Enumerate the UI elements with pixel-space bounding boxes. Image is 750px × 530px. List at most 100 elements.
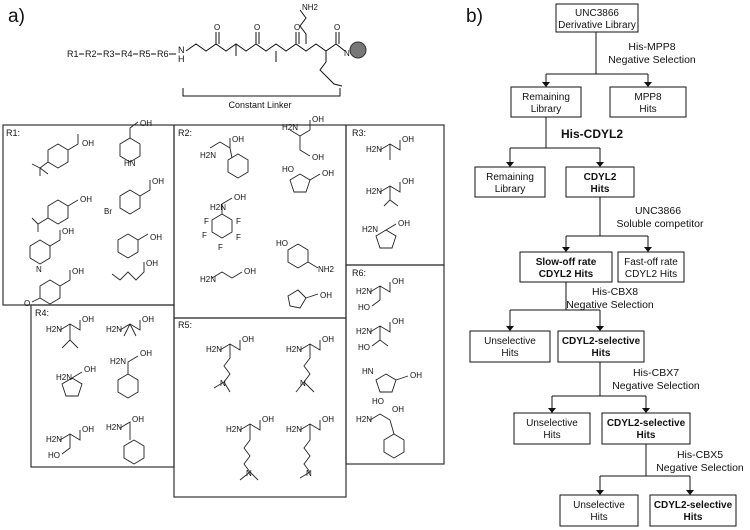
unselective2-line1: Unselective [526, 418, 578, 429]
slow-off-line1: Slow-off rate [536, 257, 597, 268]
box-r2-label: R2: [178, 128, 192, 138]
node-unselective3 [559, 494, 639, 527]
chain-r3: R3 [103, 49, 115, 59]
step-mpp8-line1: His-MPP8 [628, 41, 675, 53]
r5-h2n-1: H2N [206, 345, 222, 354]
node-remaining1 [510, 86, 582, 118]
chain-n-2: N [344, 49, 350, 58]
r4-h2n-6: H2N [106, 423, 122, 432]
r6-ho-2: HO [358, 343, 370, 352]
step-cdyl2: His-CDYL2 [561, 127, 623, 141]
r5-h2n-4: H2N [286, 425, 302, 434]
box-r5-label: R5: [178, 320, 192, 330]
node-selective3 [649, 494, 737, 527]
chain-o-3: O [294, 23, 300, 32]
box-r1 [2, 124, 175, 306]
r4-h2n-3: H2N [56, 373, 72, 382]
r2-f-1: F [204, 217, 209, 226]
library-line1: UNC3866 [575, 8, 619, 19]
chain-o-4: O [334, 23, 340, 32]
r6-ho-3: HO [372, 397, 384, 406]
r2-oh-1: OH [232, 135, 244, 144]
r4-oh-1: OH [82, 315, 94, 324]
r2-oh-7: OH [320, 291, 332, 300]
r3-h2n-1: H2N [366, 145, 382, 154]
r5-n-4: N [306, 469, 312, 478]
r6-oh-3: OH [410, 371, 422, 380]
r1-hn: HN [124, 159, 136, 168]
chain-r2: R2 [85, 49, 97, 59]
unselective3-line2: Hits [590, 512, 607, 523]
unselective3-line1: Unselective [573, 500, 625, 511]
r2-oh-2: OH [312, 115, 324, 124]
unselective2-line2: Hits [543, 430, 560, 441]
r2-nh2: NH2 [318, 265, 335, 274]
node-library [555, 3, 639, 33]
r2-ho-2: HO [276, 239, 288, 248]
r5-oh-4: OH [322, 415, 334, 424]
step-mpp8-line2: Negative Selection [608, 54, 696, 66]
r5-n-1: N [220, 379, 226, 388]
r4-oh-2: OH [142, 315, 154, 324]
r2-f-5: F [236, 233, 241, 242]
r2-oh-6: OH [244, 267, 256, 276]
unselective1-line1: Unselective [484, 336, 536, 347]
r5-n-3: N [246, 469, 252, 478]
r1-br: Br [104, 207, 112, 216]
slow-off-line2: CDYL2 Hits [539, 269, 594, 280]
r5-oh-2: OH [322, 335, 334, 344]
chain-r5: R5 [139, 49, 151, 59]
remaining1-line1: Remaining [522, 92, 570, 103]
r6-hn: HN [362, 367, 374, 376]
r6-ho-1: HO [358, 303, 370, 312]
node-selective2 [601, 412, 691, 445]
chain-nh2: NH2 [302, 3, 319, 12]
r4-h2n-5: H2N [46, 435, 62, 444]
r3-h2n-3: H2N [362, 225, 378, 234]
remaining1-line2: Library [531, 104, 562, 115]
r3-oh-1: OH [402, 135, 414, 144]
r6-h2n-3: H2N [356, 415, 372, 424]
selective2-line1: CDYL2-selective [607, 418, 686, 429]
mpp8-hits-line1: MPP8 [634, 92, 662, 103]
box-r3 [345, 124, 445, 266]
r3-oh-2: OH [402, 177, 414, 186]
r2-oh-4: OH [234, 193, 246, 202]
r1-oh-1: OH [82, 139, 94, 148]
r1-oh-4: OH [152, 177, 164, 186]
library-line2: Derivative Library [558, 20, 636, 31]
r2-ho: HO [282, 165, 294, 174]
step-cbx8-line1: His-CBX8 [592, 286, 638, 298]
r2-f-2: F [202, 231, 207, 240]
fast-off-line2: CDYL2 Hits [625, 269, 677, 280]
r4-oh-6: OH [132, 415, 144, 424]
node-remaining2 [474, 166, 546, 198]
step-cbx7-line1: His-CBX7 [633, 367, 679, 379]
r2-h2n-2: H2N [282, 123, 298, 132]
resin-bead-icon [349, 41, 367, 59]
remaining2-line1: Remaining [486, 172, 534, 183]
r5-oh-3: OH [262, 415, 274, 424]
r2-h2n-1: H2N [200, 151, 216, 160]
r6-oh-1: OH [392, 277, 404, 286]
r6-h2n-2: H2N [356, 327, 372, 336]
node-fast-off [617, 251, 685, 283]
chain-r6: R6 [157, 49, 169, 59]
node-cdyl2-hits [565, 166, 635, 198]
node-selective1 [557, 330, 645, 363]
r2-h2n-3: H2N [210, 203, 226, 212]
chain-n: N [178, 45, 185, 55]
r4-oh-3: OH [84, 365, 96, 374]
peptide-chain: R1 R2 R3 R4 R5 R6 N H [67, 45, 185, 64]
node-unselective1 [469, 330, 551, 363]
remaining2-line2: Library [495, 184, 526, 195]
chain-o-2: O [254, 23, 260, 32]
step-unc-line1: UNC3866 [635, 205, 681, 217]
structures [29, 120, 409, 481]
cdyl2-hits-line1: CDYL2 [584, 172, 617, 183]
box-r6 [345, 264, 445, 465]
node-mpp8-hits [609, 86, 687, 118]
chain-h: H [178, 54, 185, 64]
r2-f-4: F [236, 217, 241, 226]
